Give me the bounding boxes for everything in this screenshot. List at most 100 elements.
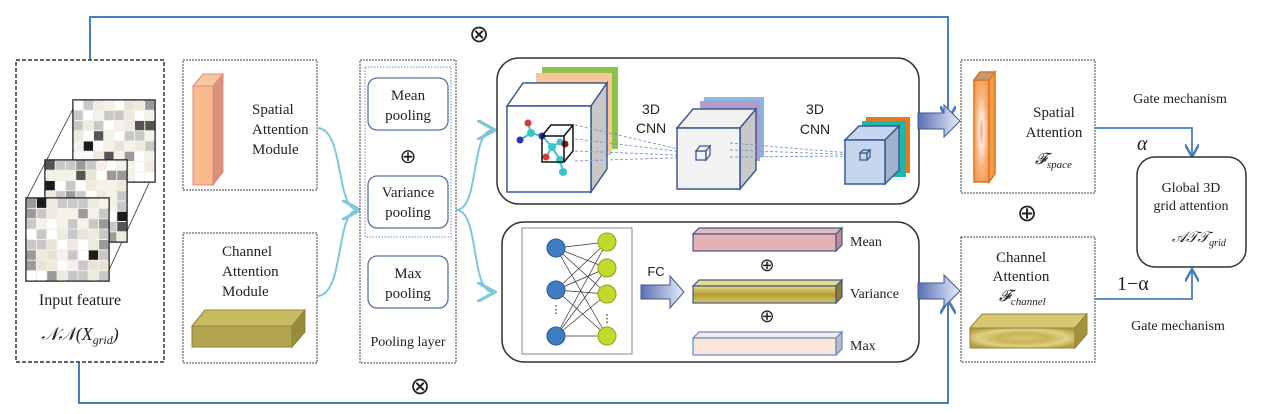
grid-cell xyxy=(68,250,78,260)
grid-cell xyxy=(107,222,117,232)
grid-cell xyxy=(94,110,104,120)
grid-cell xyxy=(107,181,117,191)
small-kernel-cube-2 xyxy=(858,148,872,162)
grid-cell xyxy=(47,260,57,271)
grid-cell xyxy=(145,121,155,131)
spatial-attention-output: Spatial Attention 𝓕space xyxy=(960,59,1096,194)
grid-cell xyxy=(68,198,78,208)
grid-cell xyxy=(135,131,145,141)
grid-cell xyxy=(73,141,83,151)
grid-cell xyxy=(117,181,127,191)
channel-module-line1: Channel xyxy=(222,244,272,260)
cnn-label-2-line1: 3D xyxy=(806,101,824,117)
channel-output-line2: Attention xyxy=(993,269,1050,285)
fc-plus-symbol-2: ⊕ xyxy=(759,306,774,326)
grid-cell xyxy=(94,100,104,110)
grid-cell xyxy=(107,191,117,201)
grid-cell xyxy=(96,191,106,201)
small-kernel-cube-1 xyxy=(694,144,712,162)
cnn-label-1-line2: CNN xyxy=(636,120,666,136)
grid-cell xyxy=(36,271,47,281)
grid-cell xyxy=(57,260,67,271)
grid-cell xyxy=(47,198,57,208)
grid-cell xyxy=(104,131,114,141)
grid-cell xyxy=(104,141,114,151)
max-pooling-line1: Max xyxy=(394,266,422,282)
flow-pooling-to-cnn xyxy=(455,130,493,211)
channel-attention-output: Channel Attention 𝓕channel xyxy=(960,236,1096,363)
grid-cell xyxy=(94,121,104,131)
grid-cell xyxy=(26,198,36,208)
grid-cell xyxy=(145,141,155,151)
spatial-attention-module: Spatial Attention Module xyxy=(182,59,318,191)
variance-feature-bar xyxy=(691,278,844,305)
input-feature-math: 𝒩𝒩(Xgrid) xyxy=(41,324,119,347)
receptive-field-cube xyxy=(541,124,574,163)
flow-pooling-to-fc xyxy=(455,209,493,292)
grid-cell xyxy=(114,110,124,120)
grid-cell xyxy=(88,229,99,239)
grid-cell xyxy=(94,151,104,161)
grid-cell xyxy=(57,229,67,239)
grid-cell xyxy=(73,110,83,120)
gate-top-connector xyxy=(1095,127,1192,155)
grid-cell xyxy=(117,170,127,180)
network-edge xyxy=(555,241,608,291)
grid-cell xyxy=(76,181,86,191)
neural-network-icon xyxy=(546,232,617,346)
grid-cell xyxy=(73,100,83,110)
spatial-module-line3: Module xyxy=(252,142,299,158)
output-feature-cube xyxy=(844,139,886,185)
grid-cell xyxy=(83,110,93,120)
grid-cell xyxy=(145,110,155,120)
grid-cell xyxy=(57,208,67,219)
grid-cell xyxy=(88,271,99,281)
grid-cell xyxy=(145,172,155,182)
grid-cell xyxy=(36,250,47,260)
grid-cell xyxy=(47,271,57,281)
intermediate-feature-cube xyxy=(676,127,741,190)
grid-cell xyxy=(78,208,88,219)
fc-arrow-icon xyxy=(640,274,685,310)
grid-cell xyxy=(124,172,134,182)
grid-cell xyxy=(26,208,36,219)
grid-cell xyxy=(145,162,155,172)
grid-cell xyxy=(99,229,109,239)
grid-cell xyxy=(114,141,124,151)
channel-attention-module: Channel Attention Module xyxy=(182,232,318,364)
global-grid-attention-box: Global 3D grid attention 𝒜𝒯𝒯grid xyxy=(1136,156,1247,268)
grid-cell xyxy=(83,151,93,161)
channel-module-line3: Module xyxy=(222,284,269,300)
fc-to-channel-arrow-icon xyxy=(917,273,961,309)
cnn-label-1-line1: 3D xyxy=(642,101,660,117)
flow-spatial-to-pooling xyxy=(316,127,358,210)
grid-cell xyxy=(104,121,114,131)
grid-cell xyxy=(96,181,106,191)
grid-cell xyxy=(66,181,76,191)
grid-cell xyxy=(83,121,93,131)
grid-cell xyxy=(145,151,155,161)
grid-cell xyxy=(57,250,67,260)
grid-cell xyxy=(26,240,36,250)
mean-bar-label: Mean xyxy=(850,235,882,250)
grid-cell xyxy=(66,170,76,180)
grid-cell xyxy=(68,229,78,239)
mean-pooling-line2: pooling xyxy=(385,108,431,124)
cnn-branch-panel: 3D CNN 3D CNN xyxy=(496,57,920,205)
grid-cell xyxy=(88,240,99,250)
grid-cell xyxy=(55,181,65,191)
variance-pooling-line2: pooling xyxy=(385,205,431,221)
multiply-symbol-bottom: ⊗ xyxy=(410,374,430,400)
grid-cell xyxy=(47,219,57,229)
grid-cell xyxy=(57,271,67,281)
grid-cell xyxy=(68,240,78,250)
grid-cell xyxy=(96,170,106,180)
output-node xyxy=(597,232,617,252)
max-pooling-box xyxy=(367,255,449,309)
network-edge xyxy=(555,267,608,337)
spatial-output-line2: Attention xyxy=(1026,125,1083,141)
feature-grid-back xyxy=(72,99,156,183)
grid-cell xyxy=(107,232,117,242)
grid-cell xyxy=(73,121,83,131)
